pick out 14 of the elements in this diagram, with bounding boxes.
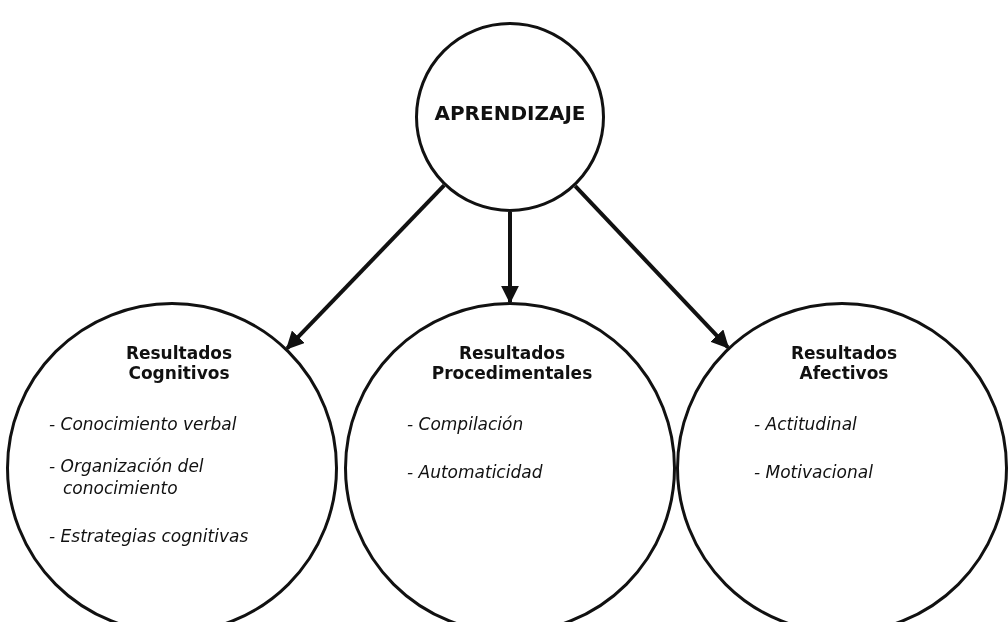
list-item: - Compilación [407, 413, 525, 435]
arrow [573, 184, 730, 349]
node-heading: Resultados Afectivos [789, 343, 899, 383]
node-heading: Resultados Procedimentales [430, 343, 594, 383]
list-item: - Actitudinal [754, 413, 858, 435]
list-item: - Organización del conocimiento [49, 455, 205, 499]
list-item: - Conocimiento verbal [49, 413, 238, 435]
node-heading: Resultados Cognitivos [124, 343, 234, 383]
list-item: - Motivacional [754, 461, 874, 483]
arrow [285, 184, 446, 350]
list-item: - Estrategias cognitivas [49, 525, 250, 547]
list-item: - Automaticidad [407, 461, 544, 483]
arrow [501, 212, 519, 304]
node-heading: APRENDIZAJE [433, 101, 587, 125]
